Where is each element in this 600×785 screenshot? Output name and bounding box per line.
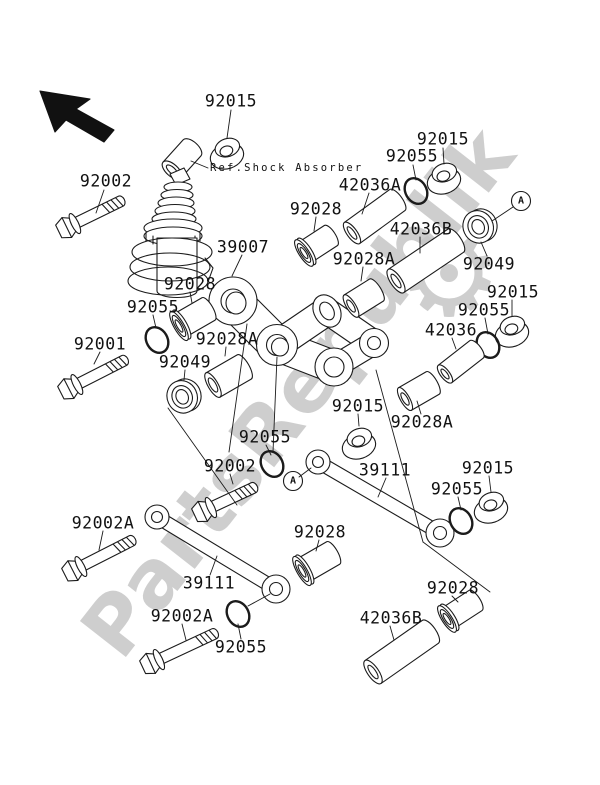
marker-a-circle-left	[282, 470, 304, 492]
bushing-92028a-center	[342, 278, 385, 318]
direction-arrow-icon	[39, 90, 115, 143]
seal-92049-right	[457, 203, 503, 249]
nut-92015-lower-rt	[469, 488, 512, 528]
sleeve-42036a	[342, 188, 407, 245]
nut-92015-center	[337, 424, 380, 464]
bushing-92028-left	[169, 296, 217, 342]
nut-92015-top	[205, 134, 248, 174]
tie-rod-39111-left	[144, 504, 291, 604]
bolt-92002-top	[53, 195, 126, 242]
nut-92015-upper-rt	[422, 159, 465, 199]
bolt-92001	[55, 354, 129, 404]
oring-92055-center	[254, 445, 290, 483]
bushing-92028-lower-rt	[437, 589, 484, 633]
bolt-92002-mid	[189, 481, 259, 526]
oring-92055-left	[139, 321, 175, 359]
bushing-92028-upper	[294, 224, 339, 267]
sleeve-42036	[436, 339, 485, 384]
seal-92049-left	[161, 373, 207, 419]
bolt-92002a-lower	[137, 627, 220, 678]
sleeve-42036b-lower	[363, 619, 441, 685]
leader-lines	[93, 109, 514, 641]
bolt-92002a-upper	[59, 534, 137, 586]
tie-rod-39111-right	[305, 449, 455, 548]
shock-absorber-drawing	[127, 138, 214, 299]
nut-92015-right	[490, 312, 533, 352]
bushing-92028a-right	[396, 370, 441, 412]
bushing-92028-mid	[292, 540, 342, 587]
sleeve-42036b-upper	[386, 228, 466, 294]
bushing-92028a-left	[204, 354, 253, 398]
marker-a-circle-right	[510, 190, 532, 212]
rocker-arm-39007	[208, 276, 390, 387]
